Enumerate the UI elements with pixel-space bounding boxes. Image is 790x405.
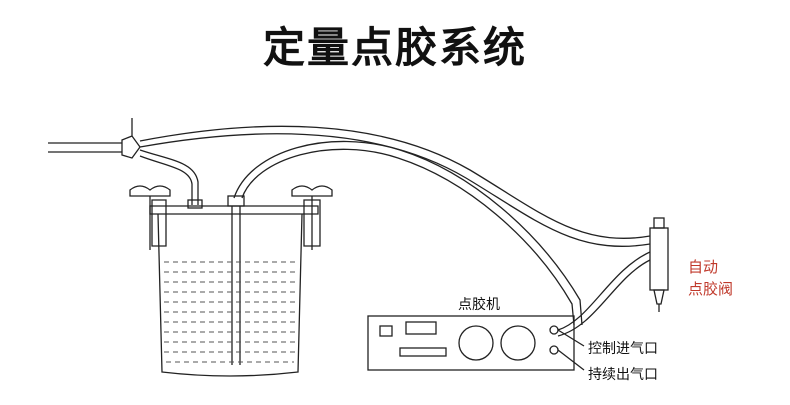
controller-button-small <box>379 325 393 337</box>
lid-inlet-fitting <box>187 199 203 209</box>
controller-port-top <box>549 325 559 335</box>
valve-top-fitting <box>653 217 665 229</box>
hose-port-to-valve-b <box>557 259 651 337</box>
label-continuous-outlet: 持续出气口 <box>588 367 658 383</box>
hose-junction-to-regulator-b <box>139 155 193 205</box>
controller-button-row <box>399 347 447 357</box>
tank-lid <box>149 205 319 215</box>
hose-junction-to-valve-a <box>139 125 651 239</box>
label-dispenser: 点胶机 <box>458 297 500 313</box>
air-junction-fitting <box>121 135 141 159</box>
right-wingnut <box>291 185 333 197</box>
hose-tank-to-controller-b <box>241 148 575 326</box>
left-wingnut <box>129 185 171 197</box>
controller-gauge-left <box>458 325 494 361</box>
label-auto-valve-line2: 点胶阀 <box>688 280 734 298</box>
hose-tank-to-controller-a <box>233 140 583 326</box>
leader-continuous-outlet <box>557 349 585 371</box>
left-clamp-block <box>151 199 167 247</box>
label-control-inlet: 控制进气口 <box>588 341 658 357</box>
controller-port-bottom <box>549 345 559 355</box>
hose-junction-to-regulator-a <box>139 149 199 205</box>
controller-gauge-right <box>500 325 536 361</box>
leader-control-inlet <box>557 329 585 347</box>
tank-fluid <box>164 261 296 363</box>
hose-junction-to-valve-b <box>139 133 651 247</box>
label-auto-valve-line1: 自动 <box>688 258 719 276</box>
controller-display <box>405 321 437 335</box>
hose-port-to-valve-a <box>557 251 651 331</box>
valve-body <box>649 227 669 291</box>
feed-tube-fitting <box>227 195 245 207</box>
right-clamp-block <box>303 199 321 247</box>
diagram-title: 定量点胶系统 <box>262 23 527 72</box>
dispenser-controller-box <box>367 315 575 371</box>
valve-nozzle <box>653 289 665 305</box>
tank-body <box>157 213 303 377</box>
